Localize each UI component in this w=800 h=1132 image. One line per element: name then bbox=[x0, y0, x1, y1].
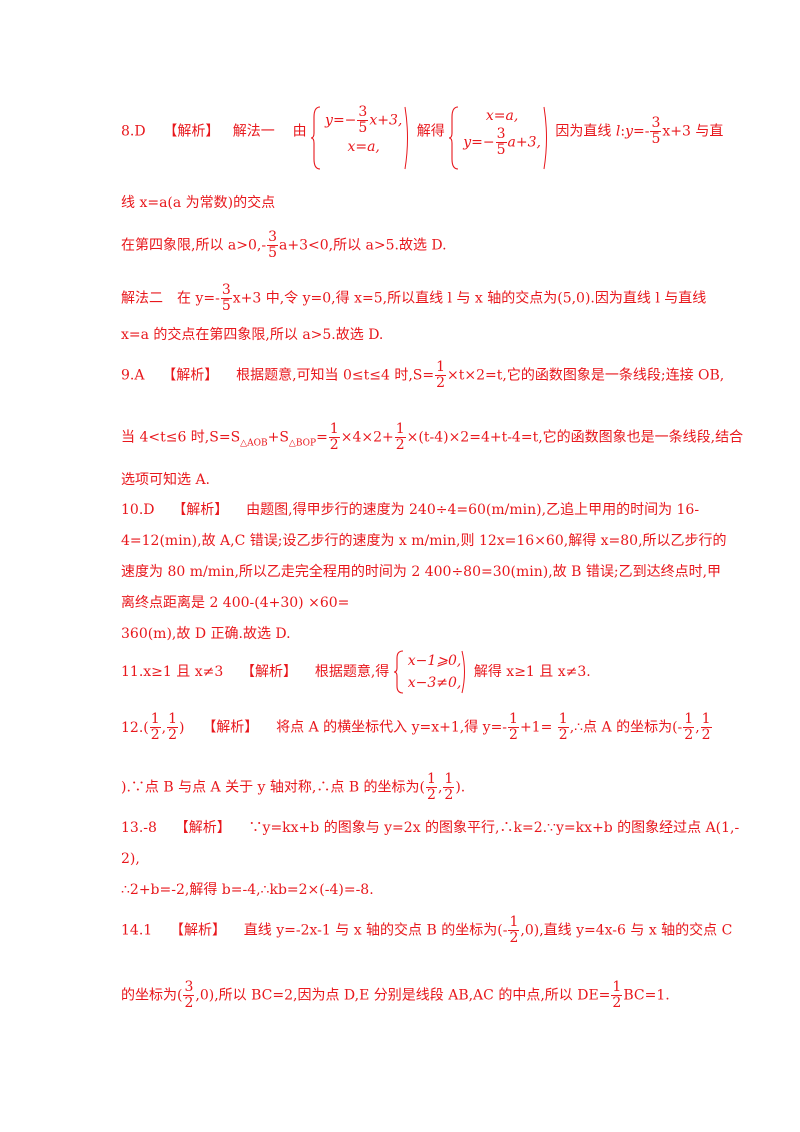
q8-jiede: 解得 bbox=[416, 123, 445, 140]
q12-tag: 【解析】 bbox=[202, 719, 259, 736]
q14-head: 14.1 bbox=[121, 922, 153, 939]
q10-line4: 离终点距离是 2 400-(4+30) ×60= bbox=[121, 595, 350, 611]
right-paren bbox=[404, 106, 409, 170]
q9-tag: 【解析】 bbox=[162, 367, 219, 384]
q8-tail-a: 因为直线 bbox=[555, 123, 612, 140]
q9-head: 9.A bbox=[121, 367, 145, 384]
q9-line3: 选项可知选 A. bbox=[121, 472, 211, 488]
q10-line3: 速度为 80 m/min,所以乙走完全程用的时间为 2 400÷80=30(mi… bbox=[121, 564, 722, 580]
left-brace bbox=[311, 106, 321, 170]
right-paren bbox=[543, 106, 547, 170]
q10-line1: 10.D 【解析】 由题图,得甲步行的速度为 240÷4=60(m/min),乙… bbox=[121, 502, 700, 518]
q13-line3: ∴2+b=-2,解得 b=-4,∴kb=2×(-4)=-8. bbox=[121, 882, 374, 898]
q8-sys2-row1: x=a, bbox=[485, 108, 519, 124]
q8-you: 由 bbox=[292, 123, 307, 140]
q13-tag: 【解析】 bbox=[174, 820, 231, 836]
q14-tag: 【解析】 bbox=[169, 922, 226, 939]
q11-line1: 11.x≥1 且 x≠3 【解析】 根据题意,得 x−1⩾0, x−3≠0, 解… bbox=[121, 650, 591, 694]
q10-head: 10.D bbox=[121, 502, 155, 518]
q8-tail-b: : bbox=[620, 123, 626, 140]
q11-tag: 【解析】 bbox=[241, 664, 298, 680]
q8-method1: 解法一 bbox=[232, 123, 275, 140]
q11-system: x−1⩾0, x−3≠0, bbox=[393, 650, 470, 694]
q8-line2: 线 x=a(a 为常数)的交点 bbox=[121, 195, 276, 211]
q8-tail-l: l bbox=[615, 123, 621, 140]
q13-line2: 2), bbox=[121, 851, 140, 867]
q8-line5: x=a 的交点在第四象限,所以 a>5.故选 D. bbox=[121, 327, 384, 343]
q8-tail-c: =- bbox=[632, 123, 650, 140]
q11-head: 11.x≥1 且 x≠3 bbox=[121, 664, 224, 680]
q13-line1: 13.-8 【解析】 ∵y=kx+b 的图象与 y=2x 的图象平行,∴k=2.… bbox=[121, 820, 740, 836]
q10-line5: 360(m),故 D 正确.故选 D. bbox=[121, 626, 291, 642]
q8-head: 8.D bbox=[121, 123, 146, 140]
q8-sys1-row2: x=a, bbox=[347, 139, 380, 155]
q13-head: 13.-8 bbox=[121, 820, 157, 836]
q8-tail-d: x+3 与直 bbox=[662, 123, 724, 140]
q8-tag: 【解析】 bbox=[163, 123, 220, 140]
q10-tag: 【解析】 bbox=[172, 502, 229, 518]
left-brace bbox=[449, 106, 459, 170]
q8-tail-y: y bbox=[625, 123, 633, 140]
q10-line2: 4=12(min),故 A,C 错误;设乙步行的速度为 x m/min,则 12… bbox=[121, 533, 727, 549]
